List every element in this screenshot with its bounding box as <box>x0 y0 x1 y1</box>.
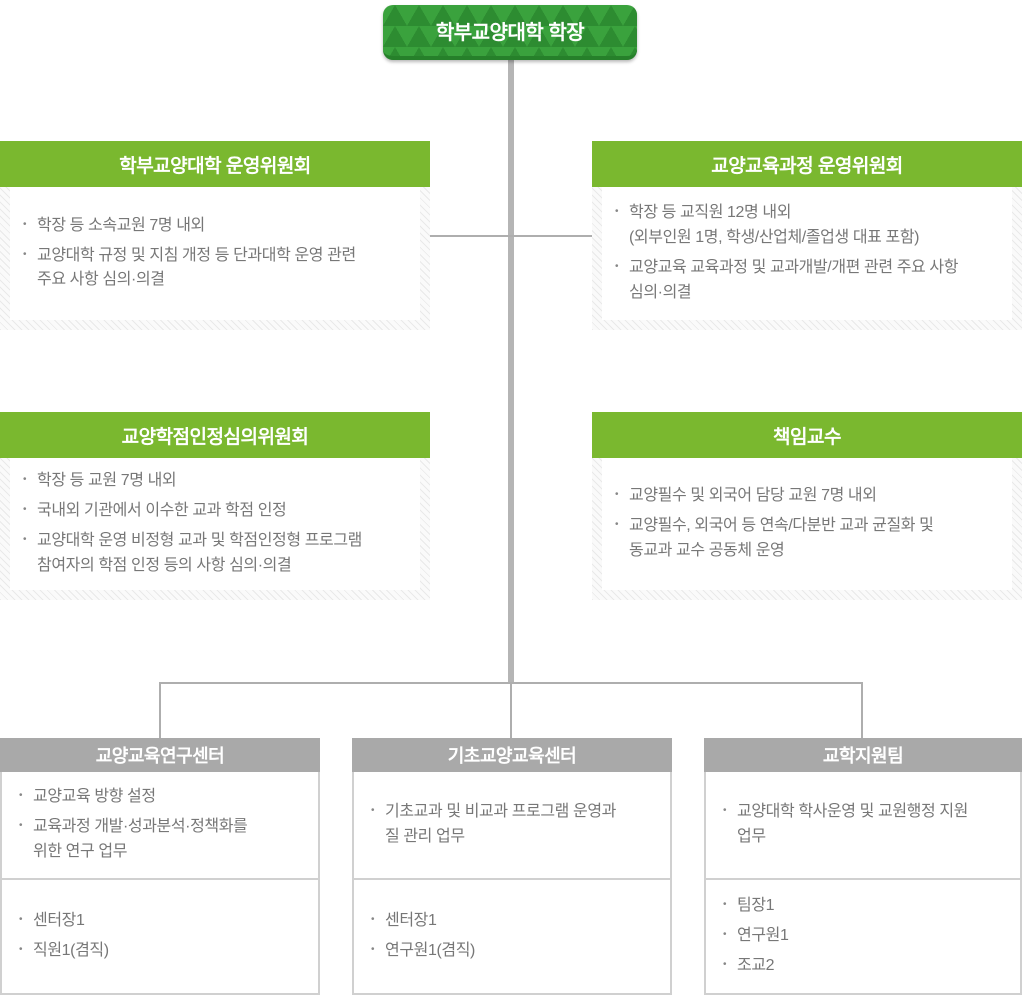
committee-header: 책임교수 <box>592 412 1022 458</box>
committee-box-responsible-professors: 책임교수 교양필수 및 외국어 담당 교원 7명 내외교양필수, 외국어 등 연… <box>592 412 1022 600</box>
dean-title: 학부교양대학 학장 <box>435 22 585 44</box>
list-item: 교양필수, 외국어 등 연속/다분반 교과 균질화 및 동교과 교수 공동체 운… <box>614 514 1004 564</box>
list-item: 학장 등 교직원 12명 내외 (외부인원 1명, 학생/산업체/졸업생 대표 … <box>614 201 1004 251</box>
dept-staff-section: 센터장1 연구원1(겸직) <box>354 880 670 993</box>
dept-duty-list: 교양대학 학사운영 및 교원행정 지원 업무 <box>722 795 1012 855</box>
list-item: 조교2 <box>722 954 1012 979</box>
list-item: 교양대학 규정 및 지침 개정 등 단과대학 운영 관련 주요 사항 심의·의결 <box>22 244 412 294</box>
list-item: 교양대학 운영 비정형 교과 및 학점인정형 프로그램 참여자의 학점 인정 등… <box>22 529 412 579</box>
dept-staff-list: 팀장1 연구원1 조교2 <box>722 889 1012 983</box>
committee-header: 교양학점인정심의위원회 <box>0 412 430 458</box>
committee-item-list: 교양필수 및 외국어 담당 교원 7명 내외교양필수, 외국어 등 연속/다분반… <box>614 479 1004 568</box>
connector-bottom-rail-line <box>159 682 863 684</box>
connector-drop-center <box>510 684 512 738</box>
dept-staff-list: 센터장1 직원1(겸직) <box>18 904 310 969</box>
committee-body: 학장 등 소속교원 7명 내외교양대학 규정 및 지침 개정 등 단과대학 운영… <box>0 187 430 330</box>
dept-duties-section: 교양대학 학사운영 및 교원행정 지원 업무 <box>706 772 1020 880</box>
list-item: 교육과정 개발·성과분석·정책화를 위한 연구 업무 <box>18 815 310 865</box>
list-item: 직원1(겸직) <box>18 939 310 964</box>
list-item: 교양교육 교육과정 및 교과개발/개편 관련 주요 사항 심의·의결 <box>614 256 1004 306</box>
committee-box-credit-review: 교양학점인정심의위원회 학장 등 교원 7명 내외국내외 기관에서 이수한 교과… <box>0 412 430 600</box>
list-item: 교양교육 방향 설정 <box>18 785 310 810</box>
connector-committee-line <box>430 235 592 237</box>
committee-header: 학부교양대학 운영위원회 <box>0 141 430 187</box>
list-item: 교양필수 및 외국어 담당 교원 7명 내외 <box>614 484 1004 509</box>
dept-box-basic-education-center: 기초교양교육센터 기초교과 및 비교과 프로그램 운영과 질 관리 업무 센터장… <box>352 738 672 995</box>
dept-body: 교양교육 방향 설정교육과정 개발·성과분석·정책화를 위한 연구 업무 센터장… <box>0 772 320 995</box>
dept-header: 기초교양교육센터 <box>352 738 672 772</box>
dept-header: 교양교육연구센터 <box>0 738 320 772</box>
connector-trunk-line <box>508 58 514 683</box>
dept-staff-list: 센터장1 연구원1(겸직) <box>370 904 662 969</box>
list-item: 센터장1 <box>18 909 310 934</box>
list-item: 센터장1 <box>370 909 662 934</box>
dept-duty-list: 교양교육 방향 설정교육과정 개발·성과분석·정책화를 위한 연구 업무 <box>18 780 310 869</box>
committee-item-list: 학장 등 교직원 12명 내외 (외부인원 1명, 학생/산업체/졸업생 대표 … <box>614 196 1004 310</box>
list-item: 팀장1 <box>722 894 1012 919</box>
list-item: 연구원1(겸직) <box>370 939 662 964</box>
dept-staff-section: 센터장1 직원1(겸직) <box>2 880 318 993</box>
connector-drop-right <box>861 684 863 738</box>
committee-body: 학장 등 교직원 12명 내외 (외부인원 1명, 학생/산업체/졸업생 대표 … <box>592 187 1022 330</box>
list-item: 기초교과 및 비교과 프로그램 운영과 질 관리 업무 <box>370 800 662 850</box>
list-item: 학장 등 소속교원 7명 내외 <box>22 214 412 239</box>
dept-body: 교양대학 학사운영 및 교원행정 지원 업무 팀장1 연구원1 조교2 <box>704 772 1022 995</box>
list-item: 연구원1 <box>722 924 1012 949</box>
committee-header: 교양교육과정 운영위원회 <box>592 141 1022 187</box>
committee-body: 교양필수 및 외국어 담당 교원 7명 내외교양필수, 외국어 등 연속/다분반… <box>592 458 1022 600</box>
dept-box-education-research-center: 교양교육연구센터 교양교육 방향 설정교육과정 개발·성과분석·정책화를 위한 … <box>0 738 320 995</box>
committee-item-list: 학장 등 교원 7명 내외국내외 기관에서 이수한 교과 학점 인정교양대학 운… <box>22 464 412 583</box>
dean-box: 학부교양대학 학장 <box>383 5 637 60</box>
committee-box-curriculum-operations: 교양교육과정 운영위원회 학장 등 교직원 12명 내외 (외부인원 1명, 학… <box>592 141 1022 330</box>
connector-drop-left <box>159 684 161 738</box>
dept-duties-section: 기초교과 및 비교과 프로그램 운영과 질 관리 업무 <box>354 772 670 880</box>
dept-body: 기초교과 및 비교과 프로그램 운영과 질 관리 업무 센터장1 연구원1(겸직) <box>352 772 672 995</box>
committee-body: 학장 등 교원 7명 내외국내외 기관에서 이수한 교과 학점 인정교양대학 운… <box>0 458 430 600</box>
dept-duty-list: 기초교과 및 비교과 프로그램 운영과 질 관리 업무 <box>370 795 662 855</box>
dept-staff-section: 팀장1 연구원1 조교2 <box>706 880 1020 993</box>
committee-item-list: 학장 등 소속교원 7명 내외교양대학 규정 및 지침 개정 등 단과대학 운영… <box>22 209 412 298</box>
committee-box-college-operations: 학부교양대학 운영위원회 학장 등 소속교원 7명 내외교양대학 규정 및 지침… <box>0 141 430 330</box>
list-item: 학장 등 교원 7명 내외 <box>22 469 412 494</box>
dept-box-academic-support-team: 교학지원팀 교양대학 학사운영 및 교원행정 지원 업무 팀장1 연구원1 조교2 <box>704 738 1022 995</box>
list-item: 국내외 기관에서 이수한 교과 학점 인정 <box>22 499 412 524</box>
dept-duties-section: 교양교육 방향 설정교육과정 개발·성과분석·정책화를 위한 연구 업무 <box>2 772 318 880</box>
dept-header: 교학지원팀 <box>704 738 1022 772</box>
list-item: 교양대학 학사운영 및 교원행정 지원 업무 <box>722 800 1012 850</box>
